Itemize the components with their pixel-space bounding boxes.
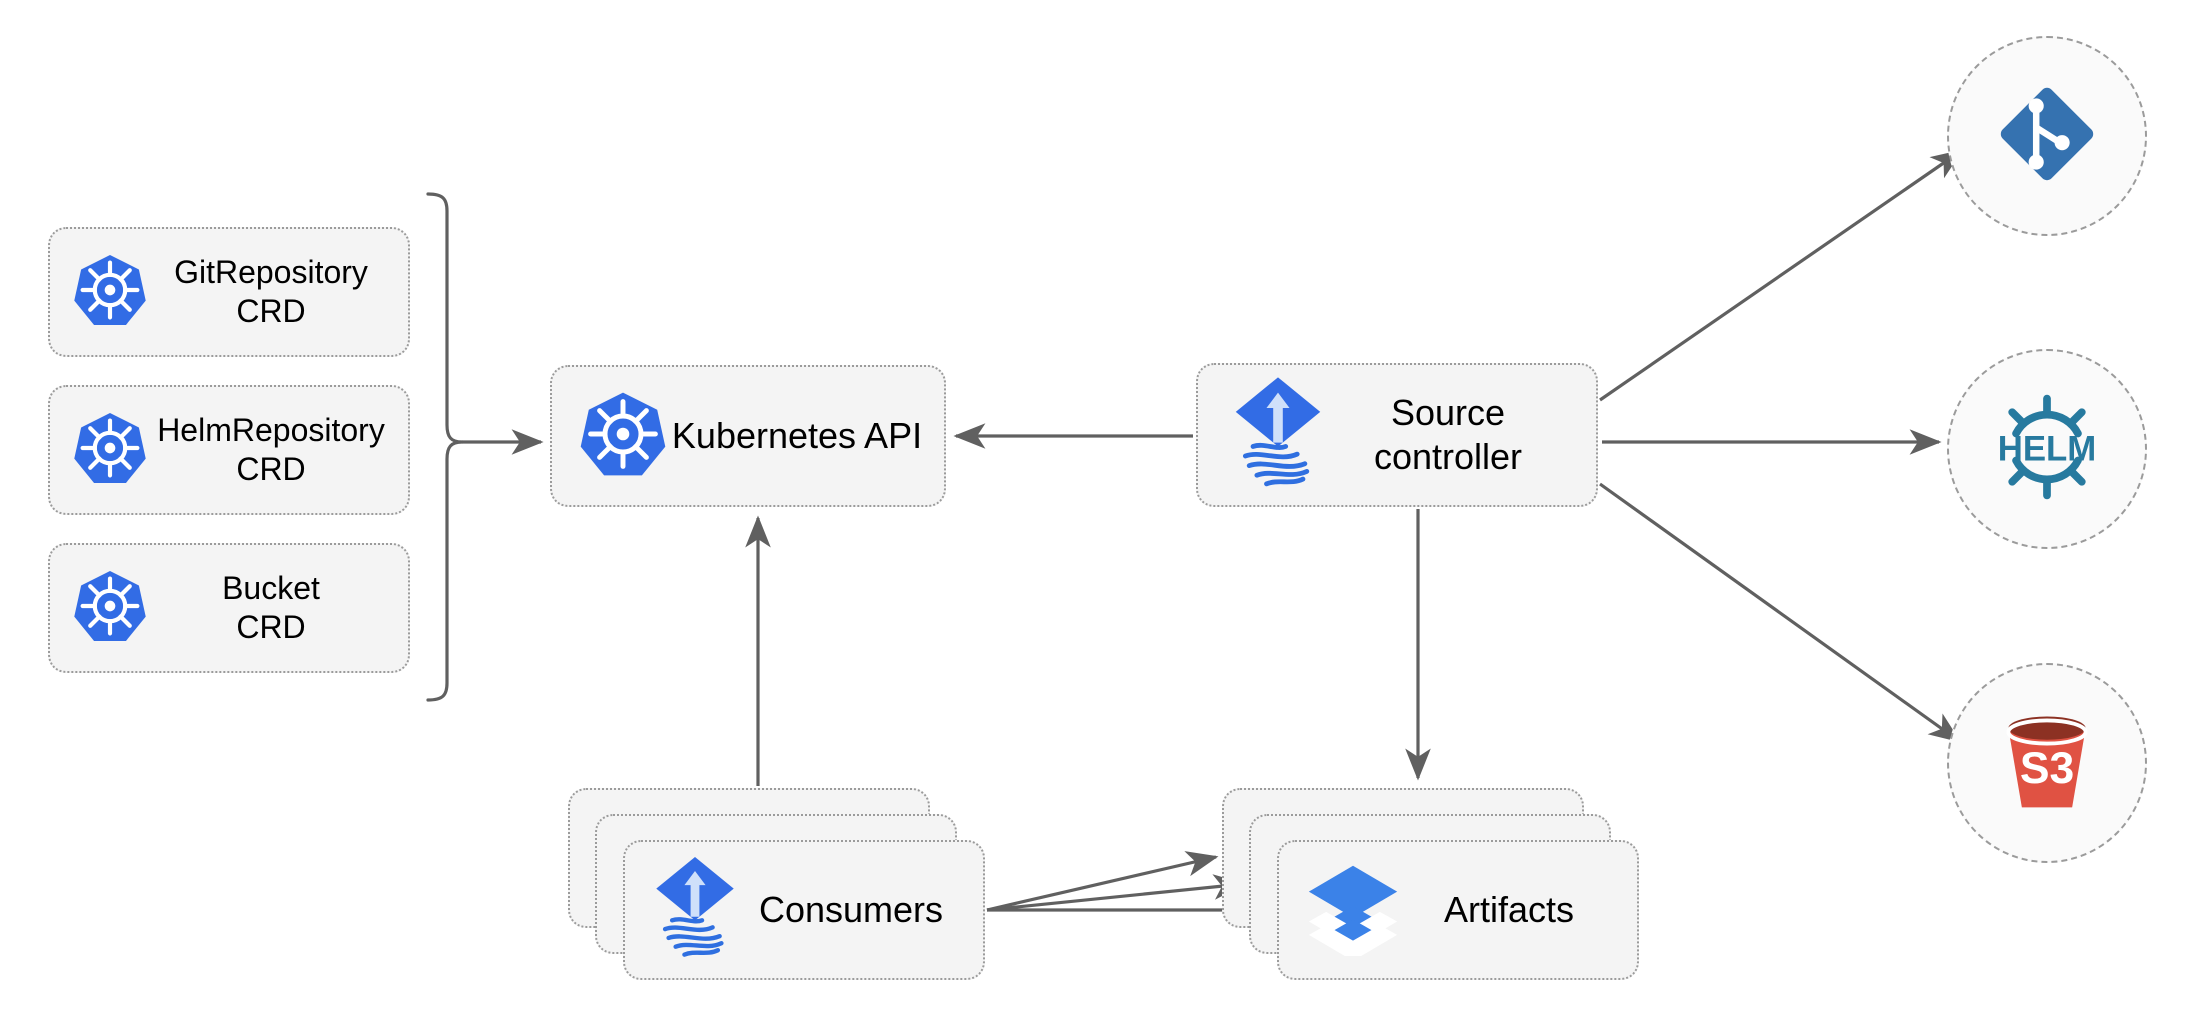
kubernetes-icon — [72, 410, 148, 491]
crd-label-gitrepository: GitRepository CRD — [174, 253, 368, 329]
flux-icon — [1230, 375, 1326, 496]
git-icon — [1993, 80, 2101, 193]
crd-label-bucket: Bucket CRD — [222, 569, 320, 645]
crd-card-helmrepository[interactable]: HelmRepository CRD — [48, 385, 410, 515]
external-source-s3[interactable]: S3 — [1947, 663, 2147, 863]
kubernetes-icon — [72, 252, 148, 333]
s3-bucket-icon: S3 — [1989, 703, 2105, 824]
node-label-artifacts: Artifacts — [1443, 889, 1575, 931]
node-source-controller[interactable]: Source controller — [1196, 363, 1598, 507]
node-label-source-controller: Source controller — [1373, 392, 1523, 477]
crd-label-helmrepository: HelmRepository CRD — [157, 411, 385, 487]
kubernetes-icon — [578, 389, 668, 484]
edge-source-controller-to-s3 — [1599, 482, 1962, 743]
edge-source-controller-to-git — [1599, 149, 1964, 402]
edge-consumers-to-artifacts-mid — [986, 874, 1246, 912]
layers-icon — [1305, 860, 1401, 961]
s3-wordmark: S3 — [2020, 744, 2074, 793]
crd-card-gitrepository[interactable]: GitRepository CRD — [48, 227, 410, 357]
edge-consumers-to-artifacts-back — [986, 851, 1219, 912]
crd-card-bucket[interactable]: Bucket CRD — [48, 543, 410, 673]
node-label-consumers: Consumers — [758, 889, 944, 931]
artifacts-card-front[interactable]: Artifacts — [1277, 840, 1639, 980]
consumers-card-front[interactable]: Consumers — [623, 840, 985, 980]
flux-icon — [651, 854, 739, 967]
external-source-helm[interactable]: HELM — [1947, 349, 2147, 549]
helm-icon: HELM — [1989, 389, 2105, 510]
crd-group-brace — [426, 192, 464, 702]
node-label-kubernetes-api: Kubernetes API — [671, 415, 923, 457]
external-source-git[interactable] — [1947, 36, 2147, 236]
node-kubernetes-api[interactable]: Kubernetes API — [550, 365, 946, 507]
kubernetes-icon — [72, 568, 148, 649]
helm-wordmark: HELM — [1998, 429, 2097, 468]
